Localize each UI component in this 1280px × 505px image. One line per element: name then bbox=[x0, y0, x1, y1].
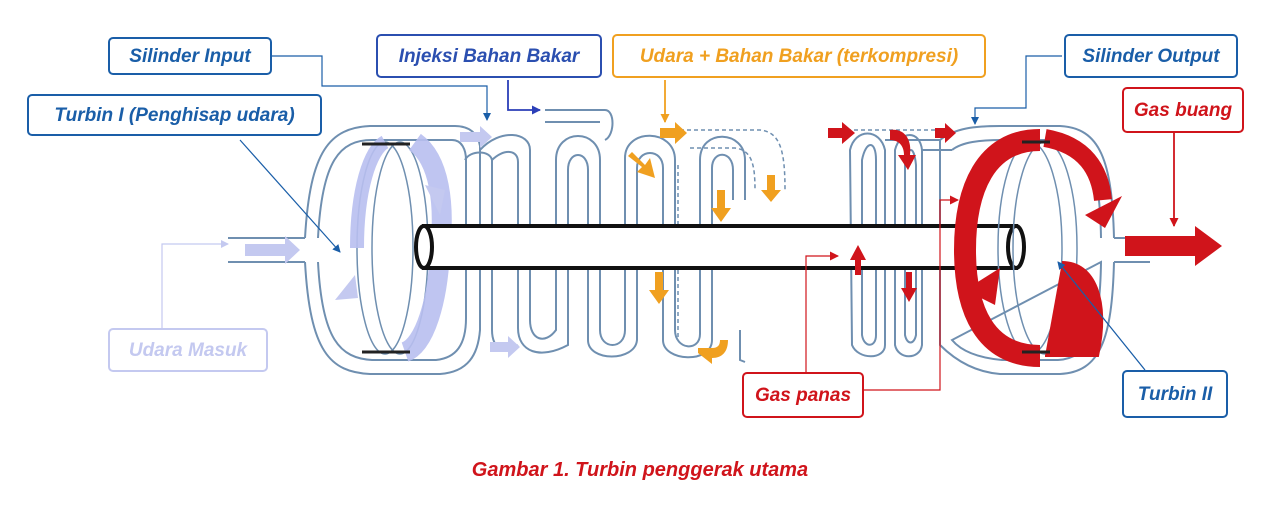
label-udara-masuk: Udara Masuk bbox=[108, 328, 268, 372]
label-injeksi-bahan-bakar: Injeksi Bahan Bakar bbox=[376, 34, 602, 78]
label-udara-bahan-bakar: Udara + Bahan Bakar (terkompresi) bbox=[612, 34, 986, 78]
label-turbin-1: Turbin I (Penghisap udara) bbox=[27, 94, 322, 136]
label-turbin-2: Turbin II bbox=[1122, 370, 1228, 418]
hot-gas-arrows bbox=[828, 122, 956, 302]
leader-lines bbox=[161, 55, 1179, 391]
exhaust-arrow bbox=[1125, 226, 1222, 266]
label-gas-buang: Gas buang bbox=[1122, 87, 1244, 133]
fuel-air-arrows bbox=[628, 122, 781, 364]
figure-caption: Gambar 1. Turbin penggerak utama bbox=[471, 459, 809, 481]
label-silinder-input: Silinder Input bbox=[108, 37, 272, 75]
engine-housing bbox=[228, 109, 1150, 375]
label-silinder-output: Silinder Output bbox=[1064, 34, 1238, 78]
drive-shaft bbox=[414, 224, 1026, 270]
turbin-1-rotation-arrows bbox=[335, 185, 445, 300]
label-gas-panas: Gas panas bbox=[742, 372, 864, 418]
inlet-air-arrows bbox=[245, 126, 520, 358]
turbin-2-rotor bbox=[953, 129, 1122, 367]
